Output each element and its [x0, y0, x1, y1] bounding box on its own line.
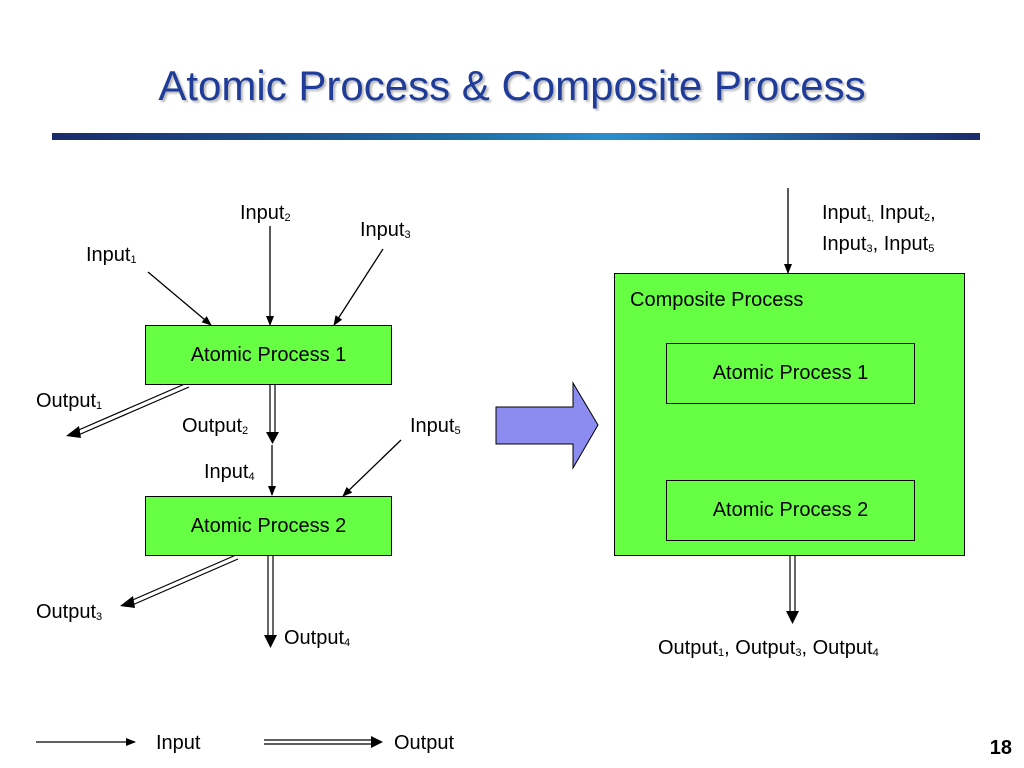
label-input5: Input5 [410, 415, 461, 437]
slide-title: Atomic Process & Composite Process [158, 62, 866, 109]
label-input1: Input1 [86, 244, 137, 266]
arrow-output4 [264, 556, 277, 648]
composite-inputs-line1: Input1, Input2, [822, 202, 936, 224]
legend-input-label: Input [156, 732, 201, 754]
composite-process-box: Composite Process Atomic Process 1 Atomi… [614, 273, 965, 556]
legend-output-arrow [264, 736, 383, 748]
atomic-process-2-right: Atomic Process 2 [666, 480, 915, 541]
arrow-output1 [66, 382, 190, 438]
label-output1: Output1 [36, 390, 103, 412]
page-number: 18 [989, 737, 1012, 759]
arrow-output3 [120, 554, 239, 608]
atomic-process-2-left: Atomic Process 2 [145, 496, 392, 556]
label-input2: Input2 [240, 202, 291, 224]
label-input3: Input3 [360, 219, 411, 241]
label-output4: Output4 [284, 627, 351, 649]
atomic-process-1-left: Atomic Process 1 [145, 325, 392, 385]
arrow-input1 [147, 271, 212, 326]
arrow-output2 [266, 385, 279, 444]
label-output3: Output3 [36, 601, 103, 623]
legend-output-label: Output [394, 732, 455, 754]
title-rule [52, 133, 980, 140]
arrow-composite-output [786, 556, 799, 624]
composite-inputs-line2: Input3, Input5 [822, 233, 935, 255]
composite-process-label: Composite Process [630, 289, 804, 311]
label-input4: Input4 [204, 461, 255, 483]
arrow-input3 [333, 248, 384, 326]
arrow-input5 [342, 439, 402, 497]
atomic-process-1-right: Atomic Process 1 [666, 343, 915, 404]
composite-outputs: Output1, Output3, Output4 [658, 637, 879, 659]
label-output2: Output2 [182, 415, 249, 437]
transform-arrow [495, 381, 599, 470]
